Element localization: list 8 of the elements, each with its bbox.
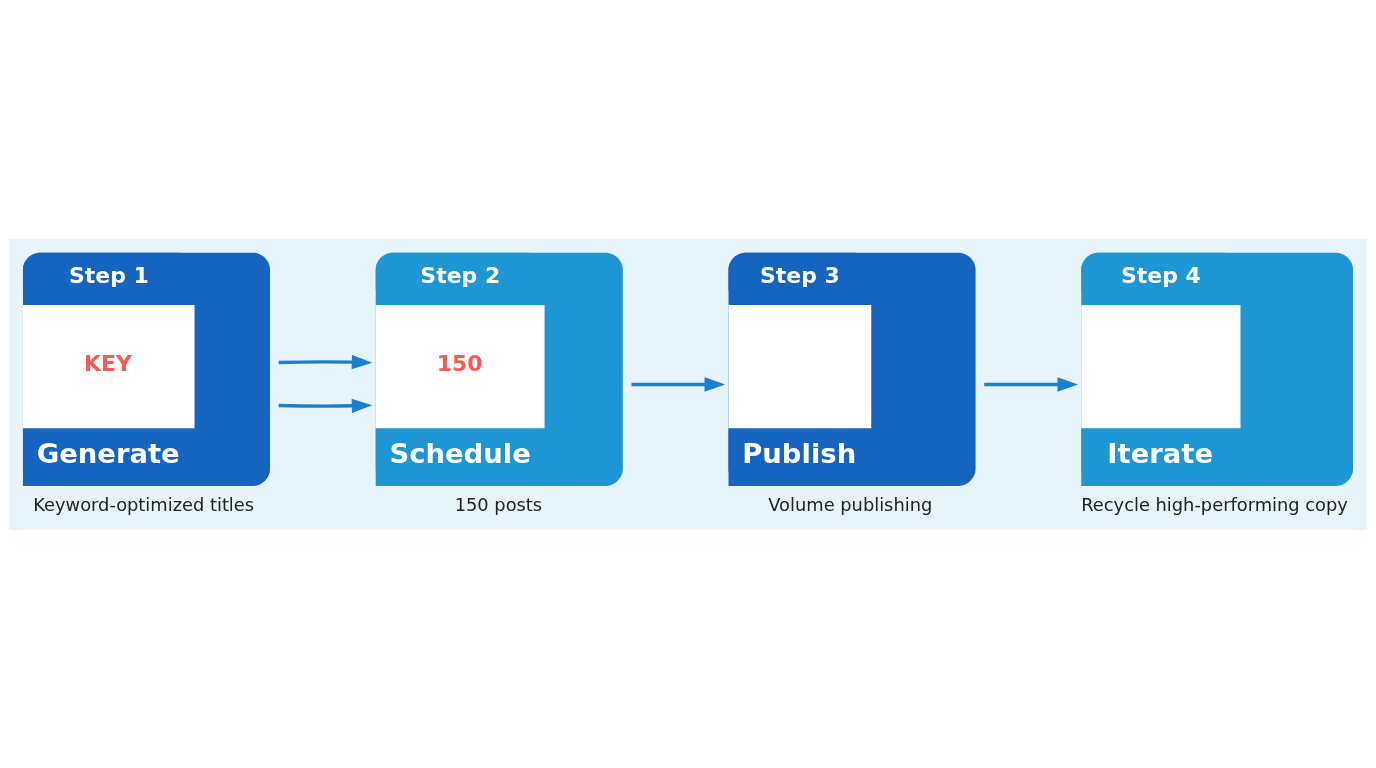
arrow [278,398,373,413]
arrow [278,354,373,369]
node-label: Keyword-optimized titles [33,493,255,515]
arrow [631,376,726,392]
node-label: Recycle high-performing copy [1081,493,1348,515]
arrow [984,376,1079,392]
node-label: 150 posts [454,493,543,515]
node-label: Volume publishing [768,493,933,515]
